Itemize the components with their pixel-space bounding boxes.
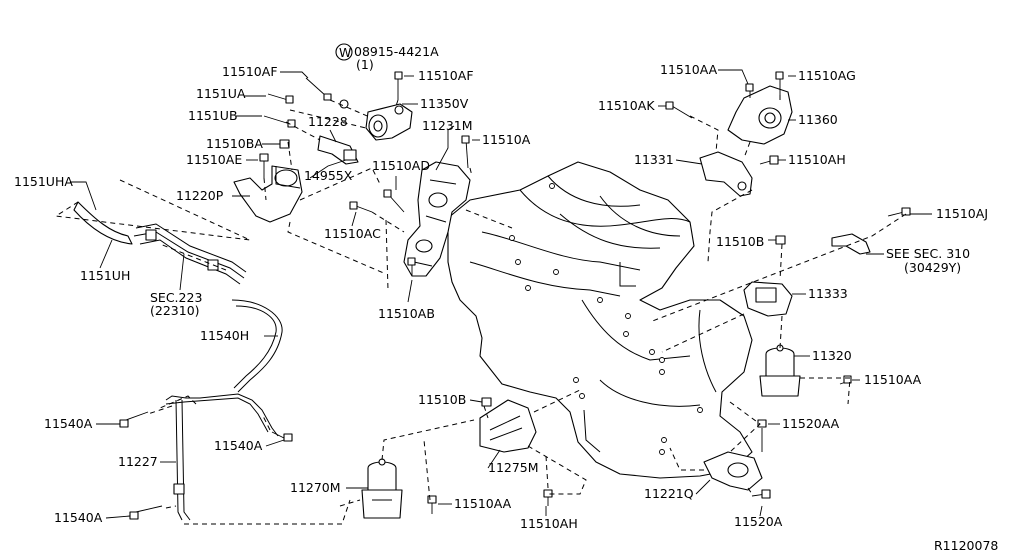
nut-11510b-bottom [481,397,492,407]
label-11510ah-bottom: 11510AH [520,516,578,531]
label-11510aa-bottom: 11510AA [454,496,512,511]
label-11510ab: 11510AB [378,306,435,321]
bolt-11510ah-bottom [543,489,553,506]
part-11275m-bracket [479,399,537,453]
bolt-11510af-b [394,71,403,100]
bolt-1151ub [263,115,296,128]
bolt-11510ab [407,257,416,276]
label-11320: 11320 [812,348,852,363]
bolt-11510ae [259,153,269,178]
fasteners [119,71,911,520]
label-11510ak: 11510AK [598,98,655,113]
label-11510aj: 11510AJ [936,206,988,221]
label-11275m: 11275M [488,460,539,475]
bolt-11510aa-top [745,83,754,98]
bolt-11510ag [775,71,784,98]
label-11220p: 11220P [176,188,224,203]
label-11540a-mid: 11540A [214,438,263,453]
label-08915-4421a: 08915-4421A [354,44,439,59]
label-11510ad: 11510AD [372,158,430,173]
label-11510b-right: 11510B [716,234,764,249]
label-1151ub: 1151UB [188,108,238,123]
bolt-11520aa [757,419,767,452]
label-11510a-top: 11510A [482,132,531,147]
diagram-reference-code: R1120078 [934,538,998,553]
bolt-11510ac [349,201,373,213]
label-see-sec-310-code: (30429Y) [904,260,961,275]
label-11333: 11333 [808,286,848,301]
label-11331: 11331 [634,152,674,167]
bolt-11510a-top [461,135,470,169]
nut-11510b-right [775,235,786,245]
label-11510aa-top: 11510AA [660,62,718,77]
label-11221q: 11221Q [644,486,694,501]
label-sec223: SEC.223 [150,290,202,305]
part-sec223-pipes [133,223,247,285]
label-11510ah-right: 11510AH [788,152,846,167]
bolt-11510aj [887,207,911,217]
label-11540h: 11540H [200,328,249,343]
label-1151uh: 1151UH [80,268,130,283]
label-1151uha: 1151UHA [14,174,73,189]
label-11510b-bottom: 11510B [418,392,466,407]
label-11231m: 11231M [422,118,473,133]
bolt-11510ah-right [759,155,779,165]
engine-block [447,161,753,479]
label-08915-quantity: (1) [356,57,374,72]
part-11540h-hose [231,299,283,393]
bolt-11540a-mid [271,431,293,442]
label-11228: 11228 [308,114,348,129]
label-11520aa: 11520AA [782,416,840,431]
part-labels: 08915-4421A (1) 11510AF 11510AF 1151UA 1… [14,44,998,553]
assembly-dashed-lines [54,92,907,525]
label-see-sec-310: SEE SEC. 310 [886,246,970,261]
bolt-11510aa-bottom [427,495,437,514]
part-11350v [365,103,413,141]
part-30429y-bracket [831,233,871,255]
washer-symbol-icon: W [335,43,353,61]
label-11227: 11227 [118,454,158,469]
part-11228 [317,135,359,165]
part-11333-bracket [743,281,793,317]
bolt-1151ua [267,93,294,104]
part-1151uh-hose [73,201,133,245]
bolt-11510af-a [305,77,332,101]
bolt-11540a-bottom [129,505,163,520]
part-11320-mount [759,344,801,397]
part-11221q-bracket [703,451,763,491]
label-14955x: 14955X [304,168,353,183]
label-11540a-top: 11540A [44,416,93,431]
bolt-11510aa-right [839,375,852,385]
label-11350v: 11350V [420,96,469,111]
label-11510af-b: 11510AF [418,68,474,83]
label-11360: 11360 [798,112,838,127]
label-11510ag: 11510AG [798,68,856,83]
label-11510ba: 11510BA [206,136,263,151]
washer-symbol-letter: W [339,45,351,60]
bolt-11540a-top [119,411,149,428]
leader-lines [70,69,932,519]
part-11360-bracket [727,85,793,145]
label-sec223-code: (22310) [150,303,200,318]
part-11227-bracket [165,393,279,521]
label-11270m: 11270M [290,480,341,495]
part-11331-bracket [699,151,753,197]
bolt-11520a [751,489,771,499]
bolt-11510ad [383,189,405,213]
label-11510ac: 11510AC [324,226,381,241]
label-11520a: 11520A [734,514,783,529]
nut-11510ba [279,139,290,149]
part-11270m-mount [361,458,403,519]
part-11231m-bracket [403,161,471,277]
bolt-11510ak [665,101,693,119]
part-11220p-bracket [233,165,303,223]
label-11510ae: 11510AE [186,152,242,167]
label-11510af-a: 11510AF [222,64,278,79]
label-1151ua: 1151UA [196,86,246,101]
label-11540a-bottom: 11540A [54,510,103,525]
label-11510aa-right: 11510AA [864,372,922,387]
